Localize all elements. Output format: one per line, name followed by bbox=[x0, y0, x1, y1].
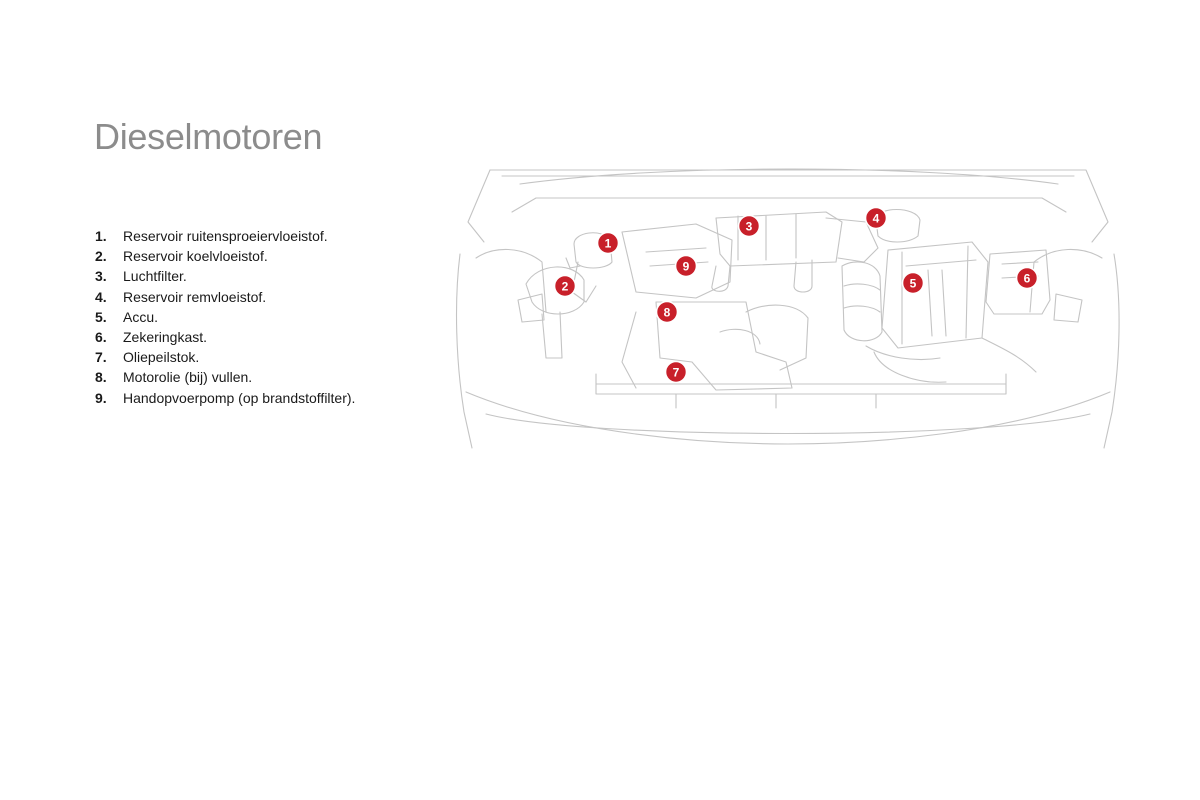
legend-number: 7. bbox=[95, 349, 107, 366]
svg-text:4: 4 bbox=[873, 211, 880, 225]
legend-item: 4. Reservoir remvloeistof. bbox=[95, 287, 355, 307]
svg-text:2: 2 bbox=[562, 279, 569, 293]
callout-marker-7: 7 bbox=[664, 360, 688, 384]
legend-text: Oliepeilstok. bbox=[123, 349, 200, 366]
legend-number: 1. bbox=[95, 228, 107, 244]
callout-marker-2: 2 bbox=[553, 274, 577, 298]
callout-marker-5: 5 bbox=[901, 271, 925, 295]
svg-text:3: 3 bbox=[746, 219, 753, 233]
legend-text: Luchtfilter. bbox=[123, 268, 187, 285]
legend-number: 4. bbox=[95, 288, 107, 305]
svg-text:5: 5 bbox=[910, 276, 917, 290]
svg-text:6: 6 bbox=[1024, 271, 1031, 285]
legend-text: Accu. bbox=[123, 308, 159, 325]
legend-text: Reservoir remvloeistof. bbox=[123, 288, 267, 305]
legend-item: 7. Oliepeilstok. bbox=[95, 347, 355, 367]
callout-marker-4: 4 bbox=[864, 206, 888, 230]
callout-marker-1: 1 bbox=[596, 231, 620, 255]
callout-marker-6: 6 bbox=[1015, 266, 1039, 290]
engine-bay-illustration bbox=[455, 168, 1120, 449]
page-title: Dieselmotoren bbox=[94, 116, 323, 157]
svg-text:7: 7 bbox=[673, 365, 680, 379]
legend-item: 8. Motorolie (bij) vullen. bbox=[95, 367, 355, 387]
callout-layer: 1 2 3 4 5 6 7 8 9 bbox=[553, 206, 1039, 384]
legend-item: 9. Handopvoerpomp (op brandstoffilter). bbox=[95, 388, 355, 408]
legend-item: 1. Reservoir ruitensproeiervloeistof. bbox=[95, 226, 355, 246]
svg-text:1: 1 bbox=[605, 236, 612, 250]
legend-number: 9. bbox=[95, 389, 107, 406]
legend-item: 5. Accu. bbox=[95, 307, 355, 327]
legend-number: 2. bbox=[95, 248, 107, 265]
legend-number: 5. bbox=[95, 308, 107, 325]
callout-marker-3: 3 bbox=[737, 214, 761, 238]
legend-number: 8. bbox=[95, 369, 107, 386]
legend-text: Reservoir koelvloeistof. bbox=[123, 248, 268, 265]
callout-marker-9: 9 bbox=[674, 254, 698, 278]
legend-list: 1. Reservoir ruitensproeiervloeistof. 2. R… bbox=[95, 226, 355, 408]
legend-number: 6. bbox=[95, 329, 107, 346]
callout-marker-8: 8 bbox=[655, 300, 679, 324]
legend-item: 2. Reservoir koelvloeistof. bbox=[95, 246, 355, 266]
svg-text:9: 9 bbox=[683, 259, 690, 273]
legend-item: 3. Luchtfilter. bbox=[95, 266, 355, 286]
legend-text: Zekeringkast. bbox=[123, 329, 208, 346]
legend-text: Reservoir ruitensproeiervloeistof. bbox=[123, 228, 328, 244]
legend-text: Motorolie (bij) vullen. bbox=[123, 369, 253, 386]
svg-text:8: 8 bbox=[664, 305, 671, 319]
legend-text: Handopvoerpomp (op brandstoffilter). bbox=[123, 389, 356, 406]
legend-item: 6. Zekeringkast. bbox=[95, 327, 355, 347]
legend-number: 3. bbox=[95, 268, 107, 285]
